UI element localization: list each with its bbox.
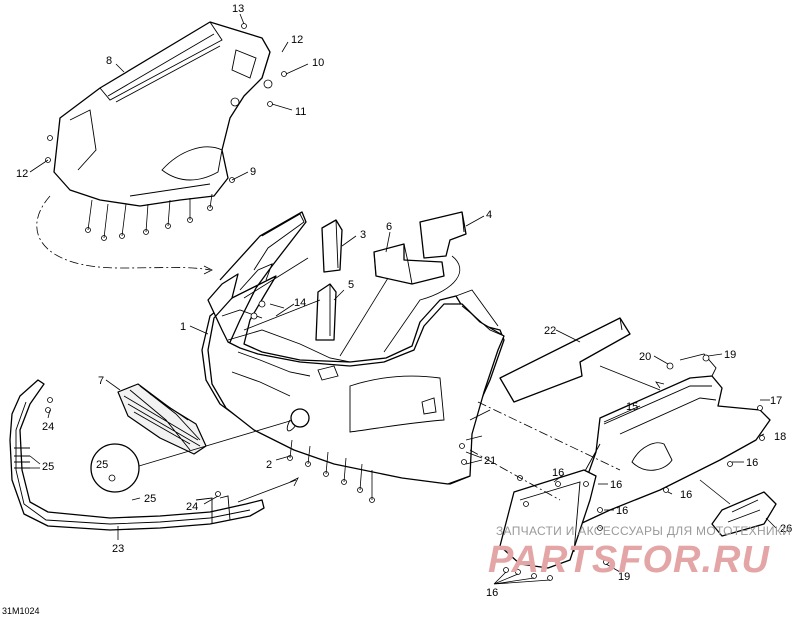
part-7-grille (117, 383, 207, 455)
assembly-arrows (243, 255, 461, 357)
callout-7: 7 (98, 375, 104, 387)
callout-25-circle: 25 (96, 459, 108, 471)
part-22-foam (499, 317, 631, 403)
part-23-bumper (9, 379, 265, 531)
callout-22: 22 (544, 325, 556, 337)
callout-16-lower: 16 (616, 505, 628, 517)
callout-6: 6 (386, 221, 392, 233)
part-8-fasteners (45, 23, 287, 241)
callout-13: 13 (232, 3, 244, 15)
callout-16-mid: 16 (680, 489, 692, 501)
watermark-tagline: ЗАПЧАСТИ И АКСЕССУАРЫ ДЛЯ МОТОТЕХНИКИ (496, 524, 791, 538)
callout-4: 4 (486, 209, 492, 221)
callout-21: 21 (484, 455, 496, 467)
part-1-nose-body (201, 211, 505, 485)
arrow-head-22 (655, 381, 665, 389)
part-6-foam-block (373, 243, 445, 285)
arrow-26 (699, 479, 731, 505)
callout-20: 20 (639, 351, 651, 363)
callout-2: 2 (266, 459, 272, 471)
callout-1: 1 (180, 321, 186, 333)
detail-circle-25 (90, 408, 310, 493)
callout-5: 5 (348, 279, 354, 291)
part-4-foam-block (419, 211, 467, 259)
arrow-head (203, 265, 213, 275)
callout-18: 18 (774, 431, 786, 443)
part-3-foam-block (321, 219, 343, 273)
callout-17: 17 (770, 395, 782, 407)
callout-14: 14 (294, 297, 306, 309)
arrow-head-23 (289, 477, 299, 487)
part-5-foam-block (315, 283, 337, 341)
callout-16-upper: 16 (610, 479, 622, 491)
callout-10: 10 (312, 57, 324, 69)
part-26-cover (711, 491, 777, 537)
callout-19-bottom: 19 (618, 571, 630, 583)
callout-8: 8 (106, 55, 112, 67)
callout-16-right: 16 (746, 457, 758, 469)
assembly-arrow-8-to-1 (36, 195, 211, 271)
part-1-fasteners (250, 300, 467, 503)
callout-3: 3 (360, 229, 366, 241)
callout-23: 23 (112, 543, 124, 555)
callout-24-left: 24 (42, 421, 54, 433)
callout-12: 12 (291, 34, 303, 46)
side-bracket-plate (499, 469, 609, 581)
callout-9: 9 (250, 166, 256, 178)
part-15-belly-pan (559, 353, 771, 541)
callout-15: 15 (626, 401, 638, 413)
callout-19-top: 19 (724, 349, 736, 361)
callout-labels: 13 12 10 11 8 12 9 3 5 6 4 1 14 2 7 24 2… (16, 3, 792, 599)
part-8-inner-panel (53, 21, 273, 207)
callout-25-mid: 25 (144, 493, 156, 505)
callout-12-left: 12 (16, 168, 28, 180)
callout-24-mid: 24 (186, 501, 198, 513)
watermark-logo: PARTSFOR.RU (488, 539, 770, 581)
callout-16-bottom: 16 (486, 587, 498, 599)
callout-16-left: 16 (552, 467, 564, 479)
callout-26: 26 (780, 523, 792, 535)
alignment-lines (469, 401, 621, 501)
diagram-code: 31M1024 (2, 606, 40, 616)
arrow-23-to-1 (237, 479, 297, 503)
callout-25-left: 25 (42, 461, 54, 473)
arrow-22 (599, 365, 661, 391)
watermark: ЗАПЧАСТИ И АКСЕССУАРЫ ДЛЯ МОТОТЕХНИКИ PA… (488, 524, 791, 581)
callout-11: 11 (295, 106, 306, 118)
